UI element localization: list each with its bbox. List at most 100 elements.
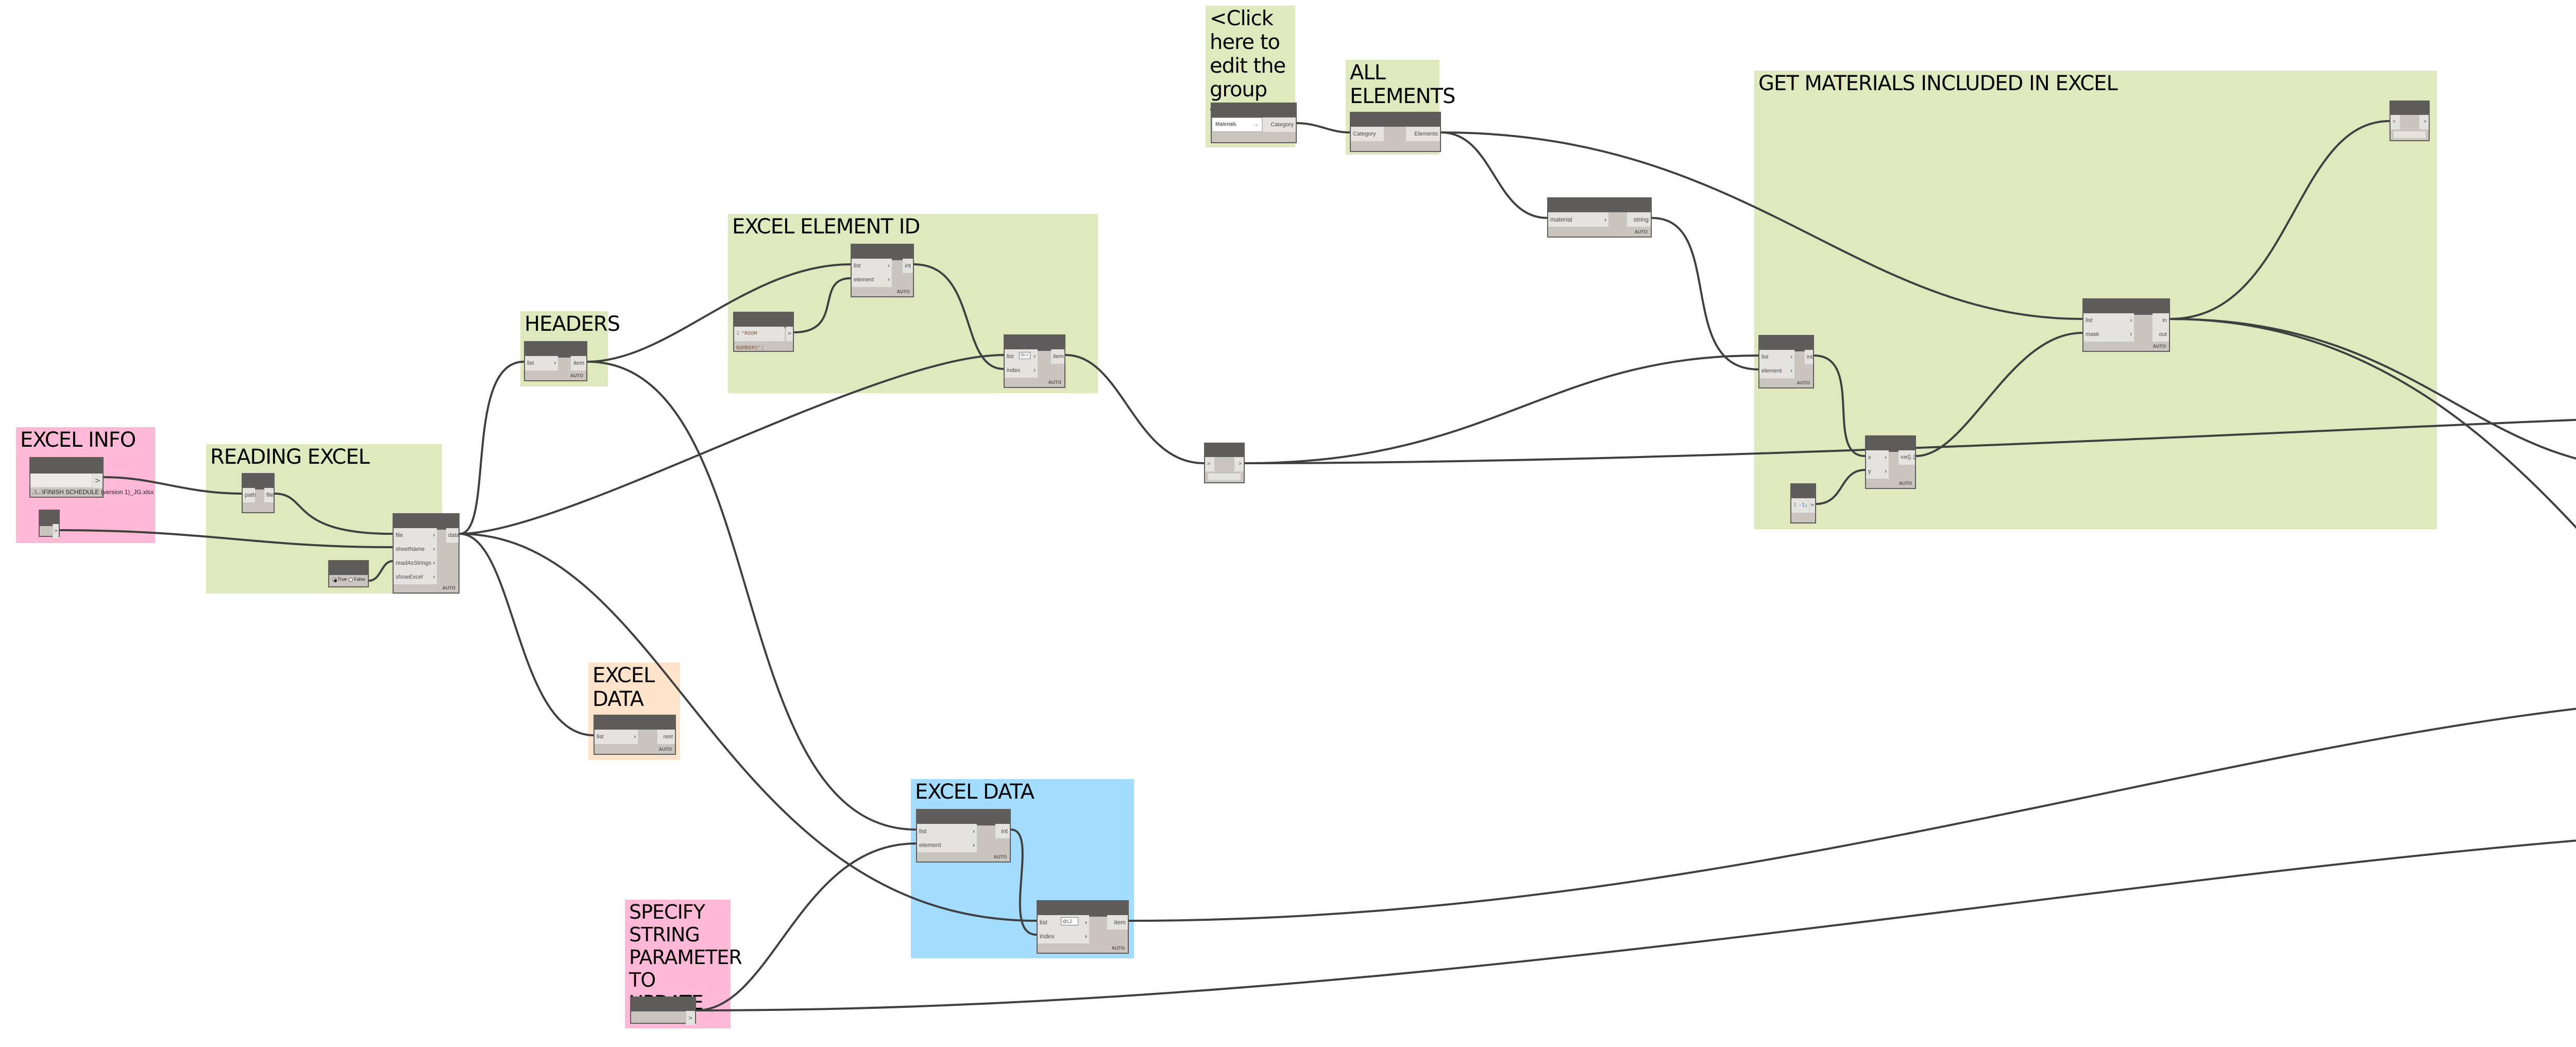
first-item-node[interactable]: list› item AUTO (524, 341, 587, 381)
output-port-item[interactable]: item (571, 356, 586, 370)
input-port-list[interactable]: list› (852, 259, 892, 273)
group-title[interactable]: EXCEL DATA (592, 664, 655, 711)
output-port-out[interactable]: out (2153, 327, 2169, 342)
input-port[interactable]: > (1205, 457, 1214, 471)
output-port[interactable]: > (1809, 498, 1815, 513)
output-port-int[interactable]: int (1805, 350, 1813, 364)
input-port-file[interactable]: file› (394, 528, 437, 543)
parameter-name-string-node[interactable]: > (630, 997, 696, 1025)
index-of-node-2[interactable]: list› element› int AUTO (1758, 335, 1814, 389)
input-port-element[interactable]: element› (1759, 364, 1794, 378)
categories-node[interactable]: Materials⌄ Category (1211, 103, 1297, 143)
code-block-minus-one[interactable]: 1-1; > (1790, 483, 1816, 524)
filter-by-bool-mask-node[interactable]: list› mask› in out AUTO (2082, 298, 2170, 352)
all-elements-of-category-node[interactable]: Category Elements (1350, 112, 1441, 152)
input-port[interactable]: > (2391, 115, 2400, 129)
radio-false[interactable]: False (349, 577, 365, 582)
input-port-y[interactable]: y› (1866, 464, 1889, 479)
node-header[interactable] (1351, 113, 1440, 127)
output-port-data[interactable]: data (446, 528, 459, 543)
node-header[interactable] (40, 511, 59, 526)
sheet-name-string-node[interactable]: > (39, 510, 60, 538)
input-port-index[interactable]: index› (1005, 363, 1038, 378)
node-header[interactable] (2391, 102, 2429, 115)
index-of-node-1[interactable]: list› element› int AUTO (851, 244, 914, 297)
code-line[interactable]: 1-1; (1791, 498, 1810, 513)
category-dropdown[interactable]: Materials⌄ (1212, 117, 1262, 132)
file-from-path-node[interactable]: path file (242, 473, 275, 513)
input-port-mask[interactable]: mask› (2083, 327, 2134, 342)
node-header[interactable] (30, 458, 103, 474)
output-port-string[interactable]: string (1627, 212, 1651, 227)
node-header[interactable] (1866, 436, 1915, 452)
output-port-file[interactable]: file (264, 488, 274, 502)
get-item-at-index-node-1[interactable]: list› @L2 index› item AUTO (1004, 334, 1065, 388)
input-port-list[interactable]: list› (595, 730, 638, 744)
input-port-readasstrings[interactable]: readAsStrings› (394, 556, 437, 570)
node-header[interactable] (1791, 484, 1815, 498)
node-header[interactable] (525, 342, 586, 358)
import-excel-node[interactable]: file› sheetName› readAsStrings› showExce… (393, 513, 460, 594)
node-header[interactable] (852, 245, 913, 260)
input-port-list[interactable]: list› (917, 824, 977, 838)
node-header[interactable] (1005, 335, 1064, 351)
input-port-list[interactable]: list› (1759, 350, 1794, 364)
group-title[interactable]: EXCEL ELEMENT ID (732, 215, 920, 239)
group-title[interactable]: EXCEL DATA (915, 780, 1035, 804)
wire[interactable] (1128, 694, 2576, 922)
node-header[interactable] (1759, 336, 1813, 351)
material-name-node-1[interactable]: material› string AUTO (1547, 197, 1652, 238)
output-port[interactable]: > (2419, 115, 2429, 129)
input-port-showexcel[interactable]: showExcel› (394, 570, 437, 584)
output-port-elements[interactable]: Elements (1406, 127, 1440, 141)
input-port-element[interactable]: element› (917, 838, 977, 852)
file-path-node[interactable]: > ..\...\FINISH SCHEDULE (version 1)_JG.… (29, 457, 154, 498)
node-header[interactable] (394, 514, 459, 530)
input-port-list[interactable]: list› (525, 356, 558, 370)
node-header[interactable] (917, 810, 1010, 825)
input-port-list[interactable]: list› (2083, 313, 2134, 328)
input-port-material[interactable]: material› (1548, 212, 1608, 227)
wire[interactable] (459, 533, 594, 736)
input-port-path[interactable]: path (243, 488, 256, 502)
wire[interactable] (459, 361, 524, 535)
list-level-selector[interactable]: @L2 (1061, 917, 1078, 925)
input-port-sheetname[interactable]: sheetName› (394, 542, 437, 556)
output-port-rest[interactable]: rest (657, 730, 675, 744)
wire[interactable] (1244, 354, 1759, 464)
node-header[interactable] (329, 561, 368, 575)
node-header[interactable] (1038, 901, 1128, 917)
rest-of-items-node[interactable]: list› rest AUTO (594, 715, 676, 755)
input-port-index[interactable]: index› (1038, 929, 1089, 943)
group-title[interactable]: EXCEL INFO (20, 428, 136, 452)
output-port[interactable]: > (53, 524, 59, 538)
node-header[interactable] (1212, 104, 1296, 117)
file-browse-field[interactable] (30, 474, 92, 488)
group-title[interactable]: ALL ELEMENTS (1350, 61, 1455, 108)
node-header[interactable] (2083, 299, 2169, 315)
code-line[interactable]: 1"ROOM NUMBERS"; (734, 327, 785, 351)
node-header[interactable] (1205, 444, 1244, 457)
group-title[interactable]: HEADERS (524, 312, 620, 336)
output-port[interactable]: > (92, 474, 103, 488)
group-title[interactable]: GET MATERIALS INCLUDED IN EXCEL (1758, 72, 2118, 95)
output-port[interactable]: > (686, 1011, 695, 1025)
get-item-at-index-node-2[interactable]: list› @L2 index› item AUTO (1037, 900, 1129, 954)
output-port-category[interactable]: Category (1263, 117, 1296, 132)
output-port[interactable]: > (786, 327, 793, 341)
output-port-item[interactable]: item (1107, 915, 1128, 930)
wire[interactable] (1440, 131, 1548, 219)
wire[interactable] (1296, 122, 1350, 133)
code-block-room-numbers[interactable]: 1"ROOM NUMBERS"; > (733, 312, 794, 352)
output-port[interactable]: > (1234, 457, 1244, 471)
output-port-int[interactable]: int (995, 824, 1010, 838)
radio-true[interactable]: True (332, 577, 347, 582)
output-port-item[interactable]: item (1051, 349, 1064, 364)
output-port-in[interactable]: in (2153, 313, 2169, 328)
input-port-category[interactable]: Category (1351, 127, 1384, 141)
input-port-element[interactable]: element› (852, 273, 892, 287)
watch-node-2[interactable]: > > (2389, 100, 2430, 141)
not-equal-node[interactable]: x› y› var[]..[] AUTO (1865, 435, 1917, 489)
boolean-node[interactable]: True False (328, 560, 369, 587)
wire[interactable] (1651, 217, 1759, 370)
